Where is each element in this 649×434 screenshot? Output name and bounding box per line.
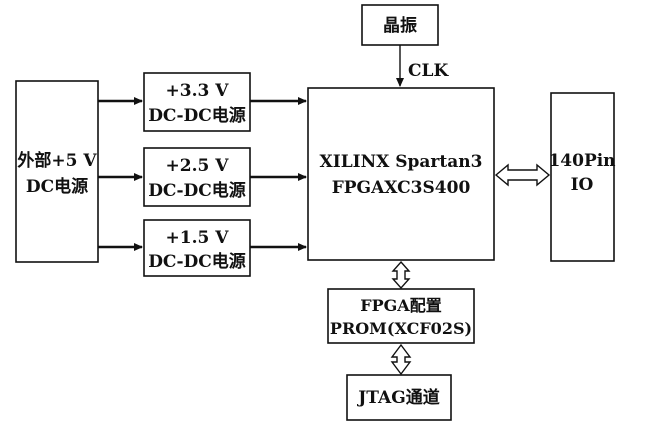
converter-1v5-voltage: +1.5 V xyxy=(166,228,230,248)
converter-2v5-voltage: +2.5 V xyxy=(166,156,230,176)
prom-line2: PROM(XCF02S) xyxy=(330,319,472,338)
jtag-block: JTAG通道 xyxy=(346,374,452,421)
external-power-line1: 外部+5 V xyxy=(17,150,97,171)
fpga-line2: FPGAXC3S400 xyxy=(332,178,471,198)
io-line1: 140Pin xyxy=(548,151,615,171)
bidirectional-fpga-prom-arrow xyxy=(391,260,411,290)
converter-3v3-voltage: +3.3 V xyxy=(166,81,230,101)
crystal-block: 晶振 xyxy=(361,4,439,46)
converter-2v5-label: DC-DC电源 xyxy=(148,180,246,201)
bidirectional-fpga-io-arrow xyxy=(494,163,551,187)
converter-1v5-label: DC-DC电源 xyxy=(148,251,246,272)
external-power-line2: DC电源 xyxy=(26,176,88,197)
converter-2v5-block: +2.5 V DC-DC电源 xyxy=(143,147,251,207)
converter-1v5-block: +1.5 V DC-DC电源 xyxy=(143,219,251,277)
io-block: 140Pin IO xyxy=(548,92,616,262)
jtag-label: JTAG通道 xyxy=(356,387,439,408)
converter-3v3-label: DC-DC电源 xyxy=(148,105,246,126)
bidirectional-prom-jtag-arrow xyxy=(390,343,412,376)
prom-line1: FPGA配置 xyxy=(360,296,441,315)
crystal-label: 晶振 xyxy=(383,15,417,36)
external-power-block: 外部+5 V DC电源 xyxy=(15,80,99,263)
fpga-line1: XILINX Spartan3 xyxy=(320,152,483,172)
io-line2: IO xyxy=(571,175,594,195)
clk-label: CLK xyxy=(408,61,449,81)
prom-block: FPGA配置 PROM(XCF02S) xyxy=(327,288,475,344)
converter-3v3-block: +3.3 V DC-DC电源 xyxy=(143,72,251,132)
fpga-block: XILINX Spartan3 FPGAXC3S400 xyxy=(307,87,495,261)
